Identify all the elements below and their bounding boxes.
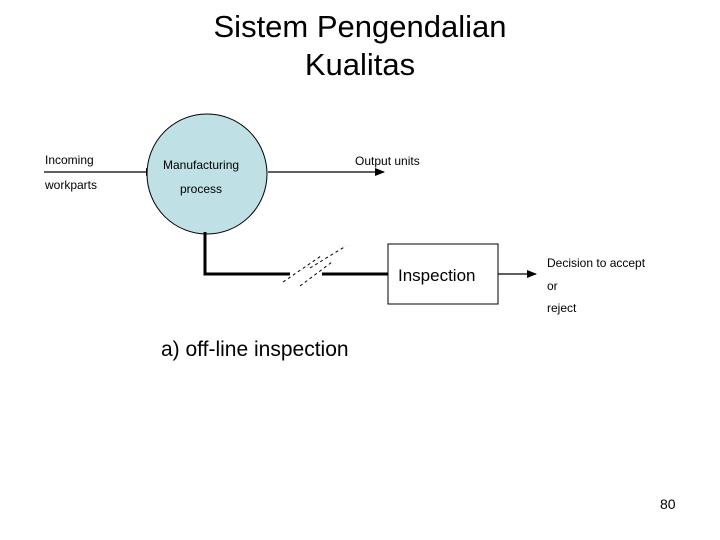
slide-title: Sistem Pengendalian Kualitas: [0, 8, 720, 84]
decision-label: Decision to accept: [547, 256, 646, 270]
title-line-2: Kualitas: [304, 47, 416, 82]
process-label: process: [180, 182, 223, 196]
manufacturing-label: Manufacturing: [163, 158, 240, 172]
sample-path: [203, 232, 290, 276]
workparts-label: workparts: [45, 178, 98, 192]
or-label: or: [547, 279, 558, 293]
offline-break: [282, 245, 347, 287]
manufacturing-process-circle: [146, 113, 268, 235]
title-line-1: Sistem Pengendalian: [213, 9, 507, 44]
reject-label: reject: [547, 301, 577, 315]
inspection-label: Inspection: [398, 266, 476, 285]
output-units-label: Output units: [355, 154, 420, 168]
incoming-label: Incoming: [45, 153, 94, 167]
diagram-caption: a) off-line inspection: [161, 338, 349, 361]
page-number: 80: [660, 496, 676, 512]
inspection-box: [387, 243, 499, 305]
